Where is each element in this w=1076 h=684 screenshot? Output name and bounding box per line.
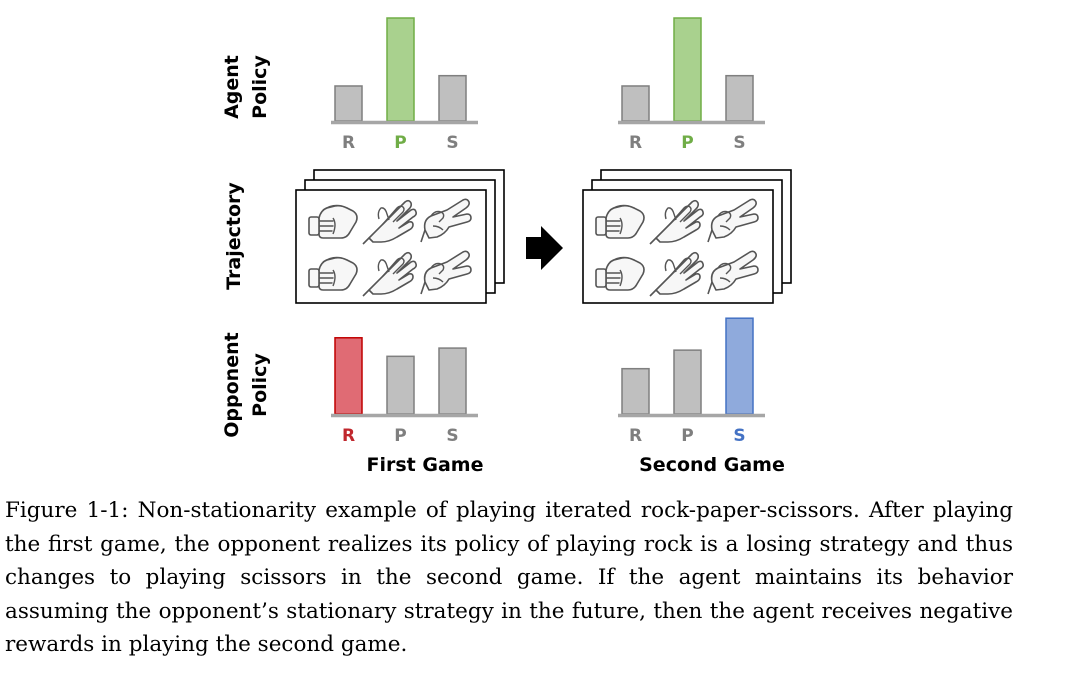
second-game-trajectory-stack <box>582 169 792 304</box>
second-game-agent-tick-r: R <box>629 133 642 153</box>
second-game-opponent-tick-s: S <box>733 426 745 446</box>
rps-figure: Agent Policy Trajectory Opponent Policy … <box>221 17 792 476</box>
first-game-opponent-bar-s <box>438 347 467 415</box>
first-game-opponent-tick-r: R <box>342 426 355 446</box>
second-game-agent-tick-p: P <box>681 133 693 153</box>
row-label-agent-policy: Agent Policy <box>221 55 271 119</box>
first-game-agent-bar-p <box>386 17 415 122</box>
second-game-agent-bar-s <box>725 74 754 122</box>
first-game-trajectory-stack <box>295 169 505 304</box>
second-game-label: Second Game <box>639 454 785 476</box>
second-game-opponent-bar-r <box>621 367 650 415</box>
row-label-trajectory: Trajectory <box>223 182 245 290</box>
first-game-agent-tick-s: S <box>446 133 458 153</box>
second-game-opponent-bar-p <box>673 349 702 415</box>
first-game-agent-tick-r: R <box>342 133 355 153</box>
first-game-agent-bar-r <box>334 85 363 122</box>
second-game-opponent-tick-r: R <box>629 426 642 446</box>
second-game-opponent-bar-s <box>725 317 754 415</box>
first-game-opponent-bar-p <box>386 355 415 415</box>
first-game-opponent-tick-s: S <box>446 426 458 446</box>
second-game-agent-bar-r <box>621 85 650 122</box>
game-first: R P S R P S First Game <box>295 17 505 476</box>
first-game-agent-bar-s <box>438 74 467 122</box>
right-arrow-icon <box>526 226 563 270</box>
second-game-agent-bar-p <box>673 17 702 122</box>
row-label-opponent-policy: Opponent Policy <box>221 332 271 437</box>
row-label-agent: Agent <box>221 55 243 119</box>
row-label-policy-2: Policy <box>249 353 271 417</box>
second-game-agent-tick-s: S <box>733 133 745 153</box>
second-game-opponent-tick-p: P <box>681 426 693 446</box>
first-game-agent-tick-p: P <box>394 133 406 153</box>
first-game-label: First Game <box>367 454 484 476</box>
first-game-opponent-bar-r <box>334 337 363 415</box>
game-second: R P S R P S Second Game <box>582 17 792 476</box>
first-game-opponent-tick-p: P <box>394 426 406 446</box>
figure-caption: Figure 1-1: Non-stationarity example of … <box>5 498 1013 657</box>
row-label-opponent: Opponent <box>221 332 243 437</box>
row-label-policy-1: Policy <box>249 55 271 119</box>
